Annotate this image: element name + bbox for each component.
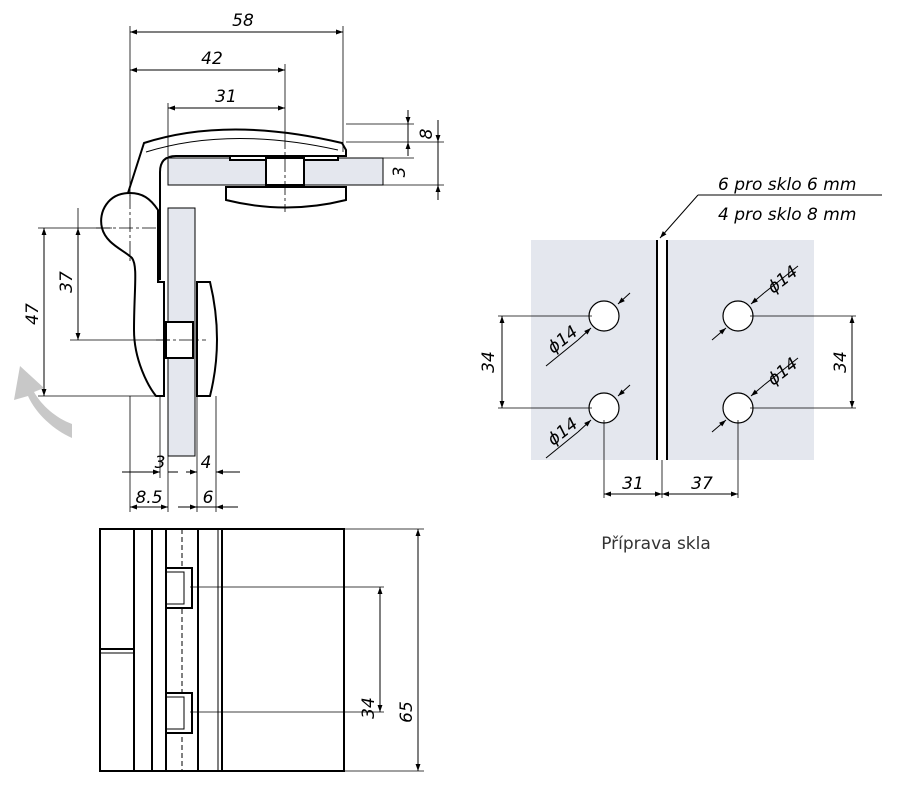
dim-37: 37: [57, 271, 77, 293]
hinge-side-view: 58 42 31 8 3 37 47 3 4 8.: [14, 11, 444, 512]
dim-31-top: 31: [215, 87, 237, 107]
clamp-nut-top: [225, 186, 347, 209]
dim-34-front: 34: [359, 697, 379, 719]
front-screw-bottom: [165, 692, 193, 734]
dim-31-glass: 31: [622, 474, 644, 494]
glass-left-pane: [531, 240, 657, 460]
hole-top-right: [722, 300, 754, 332]
dim-34-right: 34: [831, 351, 851, 373]
hinge-front-view: 34 65: [99, 528, 424, 772]
dim-58: 58: [232, 11, 254, 31]
dim-37-glass: 37: [691, 474, 713, 494]
hinge-knuckle: [100, 191, 165, 397]
front-screw-top: [165, 567, 193, 609]
dim-6: 6: [203, 488, 214, 508]
gap-note-line1: 6 pro sklo 6 mm: [718, 175, 856, 195]
hole-top-left: [588, 300, 620, 332]
dim-47: 47: [23, 303, 43, 325]
dim-3-bottom: 3: [155, 453, 166, 473]
dim-8-5: 8.5: [135, 488, 162, 508]
clamp-nut-side: [196, 281, 218, 397]
glass-preparation-view: 6 pro sklo 6 mm 4 pro sklo 8 mm ϕ14 ϕ14 …: [479, 175, 882, 554]
hinge-upper-arm: [126, 128, 347, 281]
hole-bottom-left: [588, 392, 620, 424]
rotation-arrow-icon: [14, 366, 72, 438]
dim-65: 65: [397, 701, 417, 723]
dim-8: 8: [417, 128, 437, 139]
glass-prep-caption: Příprava skla: [601, 534, 711, 554]
dim-42: 42: [201, 49, 223, 69]
dim-34-left: 34: [479, 351, 499, 373]
dim-3-top: 3: [390, 167, 410, 178]
gap-note-line2: 4 pro sklo 8 mm: [718, 205, 856, 225]
dim-4: 4: [201, 453, 212, 473]
hole-bottom-right: [722, 392, 754, 424]
